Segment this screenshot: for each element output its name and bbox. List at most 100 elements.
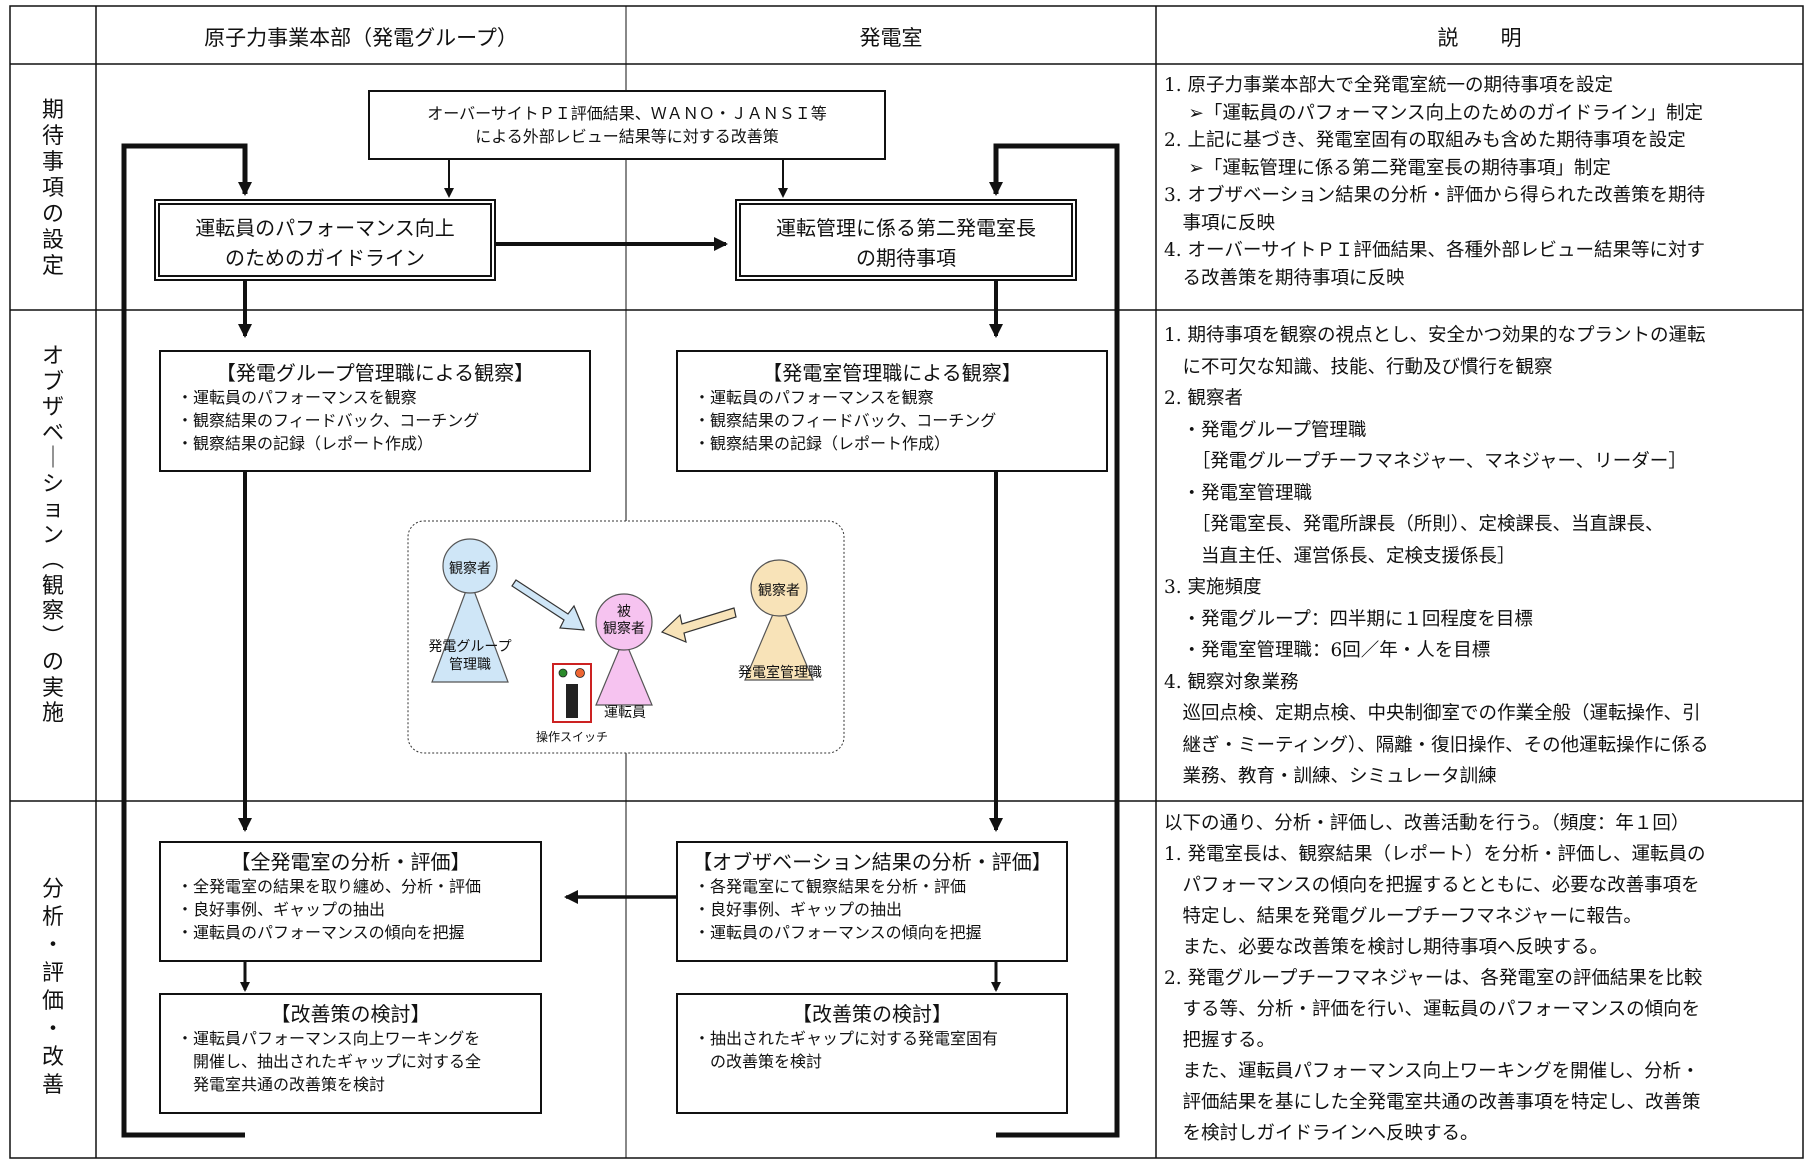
ph1-line: 事 [41,150,64,175]
ph2-line: ベ [41,420,64,446]
ph2-line: ョ [41,497,64,522]
expectation-box: 運転管理に係る第二発電室長 の期待事項 [735,199,1077,281]
d3-line: 評価結果を基にした全発電室共通の改善事項を特定し、改善策 [1164,1092,1701,1113]
observer-blue-head [442,538,498,594]
desc-observation: 1. 期待事項を観察の視点とし、安全かつ効果的なプラントの運転 に不可欠な知識、… [1164,320,1709,793]
ph2-line: ブ [41,369,64,395]
d3-line: また、運転員パフォーマンス向上ワーキングを開催し、分析・ [1164,1061,1700,1082]
ph1-line: 設 [41,228,64,253]
obs-group-box: 【発電グループ管理職による観察】 ・運転員のパフォーマンスを観察 ・観察結果のフ… [159,350,591,472]
ph3-line: 価 [41,989,64,1014]
operator-label: 運転員 [604,705,646,721]
d2-line: ・発電グループ管理職 [1164,419,1367,441]
d2-line: 1. 期待事項を観察の視点とし、安全かつ効果的なプラントの運転 [1164,325,1706,346]
d3-line: パフォーマンスの傾向を把握するとともに、必要な改善事項を [1164,875,1700,896]
ph2-line: 実 [41,675,64,701]
header-power-room: 発電室 [859,26,923,50]
ph1-line: 定 [41,254,64,279]
external-review-box: オーバーサイトＰＩ評価結果、ＷＡＮＯ・ＪＡＮＳＩ等 による外部レビュー結果等に対… [368,90,886,160]
ph2-line: ン [41,522,64,548]
header-generation-group: 原子力事業本部（発電グループ） [204,26,518,50]
observer-blue-body [431,578,509,683]
observed-head [595,593,653,651]
d2-line: 継ぎ・ミーティング）、隔離・復旧操作、その他運転操作に係る [1164,734,1709,756]
observed-label: 被 観察者 [603,604,645,637]
d3-line: 1. 発電室長は、観察結果（レポート）を分析・評価し、運転員の [1164,844,1706,865]
ph3-line: ・ [41,1017,64,1042]
ph2-line: ︵ [41,548,64,573]
d2-line: ・発電グループ：四半期に１回程度を目標 [1164,608,1533,630]
d2-line: 巡回点検、定期点検、中央制御室での作業全般（運転操作、引 [1164,703,1701,724]
d3-line: 以下の通り、分析・評価し、改善活動を行う。（頻度：年１回） [1164,813,1690,834]
d3-line: を検討しガイドラインへ反映する。 [1164,1123,1479,1144]
d3-line: する等、分析・評価を行い、運転員のパフォーマンスの傾向を [1164,999,1701,1020]
d3-line: 2. 発電グループチーフマネジャーは、各発電室の評価結果を比較 [1164,968,1703,989]
d2-line: ・発電室管理職 [1164,482,1313,504]
ph2-line: 施 [41,701,64,726]
observed-body [595,636,653,706]
observer-tan-label: 観察者 [758,583,800,599]
ph3-line: 評 [41,961,64,986]
ph2-line: ザ [41,395,64,420]
switch-handle [566,684,578,718]
d2-line: ・発電室管理職：6回／年・人を目標 [1164,640,1491,661]
arrow-tan-to-observed [660,607,737,643]
ph1-line: 待 [41,124,64,149]
ph3-line: 善 [41,1073,64,1098]
d3-line: 特定し、結果を発電グループチーフマネジャーに報告。 [1164,906,1642,927]
d1-line: 事項に反映 [1164,212,1276,234]
ph1-line: の [41,202,64,227]
ph1-line: 項 [41,176,64,201]
switch-lamp-red [575,668,585,678]
ph3-line: ・ [41,933,64,958]
d1-line: る改善策を期待事項に反映 [1164,267,1405,289]
desc-analysis: 以下の通り、分析・評価し、改善活動を行う。（頻度：年１回） 1. 発電室長は、観察… [1164,808,1706,1149]
improve-all-box: 【改善策の検討】 ・運転員パフォーマンス向上ワーキングを 開催し、抽出されたギャ… [159,993,542,1114]
d2-line: 業務、教育・訓練、シミュレータ訓練 [1164,766,1497,787]
observer-tan-body [744,598,814,681]
d2-line: ［発電グループチーフマネジャー、マネジャー、リーダー］ [1164,451,1687,472]
improve-room-box: 【改善策の検討】 ・抽出されたギャップに対する発電室固有 の改善策を検討 [676,993,1068,1114]
ph2-line: シ [41,471,64,497]
guideline-box: 運転員のパフォーマンス向上 のためのガイドライン [154,199,496,281]
ph3-line: 改 [41,1045,64,1070]
ph2-line: ︶ [41,624,64,650]
table-frame [9,5,1804,1159]
group-manager-label: 発電グループ 管理職 [428,639,512,673]
d2-line: 4. 観察対象業務 [1164,671,1299,693]
arrow-blue-to-observed [511,579,585,631]
desc-expectation: 1. 原子力事業本部大で全発電室統一の期待事項を設定 ➢「運転員のパフォーマンス… [1164,72,1705,292]
d2-line: に不可欠な知識、技能、行動及び慣行を観察 [1164,356,1553,378]
ph1-line: 期 [41,98,64,123]
d1-line: 4. オーバーサイトＰＩ評価結果、各種外部レビュー結果等に対す [1164,240,1705,261]
switch-label: 操作スイッチ [535,730,608,744]
eval-all-box: 【全発電室の分析・評価】 ・全発電室の結果を取り纏め、分析・評価 ・良好事例、ギ… [159,841,542,962]
ph3-line: 析 [41,905,64,930]
ph2-line: の [41,650,64,675]
d2-line: 2. 観察者 [1164,388,1244,409]
obs-room-box: 【発電室管理職による観察】 ・運転員のパフォーマンスを観察 ・観察結果のフィード… [676,350,1108,472]
ph2-line: オ [41,344,64,369]
phase-label-analysis: 分析・評価・改善 [33,876,73,1100]
d1-line: 3. オブザベーション結果の分析・評価から得られた改善策を期待 [1164,185,1706,206]
phase-label-observation: オブザベ｜ション︵観察︶の実施 [33,344,73,727]
ph2-line: 観 [41,573,64,599]
phase-label-expectation: 期待事項の設定 [33,98,73,280]
ph3-line: 分 [41,877,64,902]
eval-room-box: 【オブザベーション結果の分析・評価】 ・各発電室にて観察結果を分析・評価 ・良好… [676,841,1068,962]
room-manager-label: 発電室管理職 [738,665,822,681]
d1-line: ➢「運転管理に係る第二発電室長の期待事項」制定 [1164,157,1611,179]
d2-line: 当直主任、運営係長、定検支援係長］ [1164,545,1516,567]
observer-tan-head [750,559,808,617]
d1-line: 1. 原子力事業本部大で全発電室統一の期待事項を設定 [1164,75,1614,96]
d3-line: 把握する。 [1164,1030,1276,1051]
header-explanation: 説 明 [1437,26,1522,50]
d2-line: 3. 実施頻度 [1164,577,1262,598]
ph2-line: 察 [41,599,64,624]
ph2-line: ｜ [41,446,64,471]
switch-lamp-green [558,668,568,678]
observer-blue-label: 観察者 [449,561,491,577]
d1-line: ➢「運転員のパフォーマンス向上のためのガイドライン」制定 [1164,102,1704,124]
d3-line: また、必要な改善策を検討し期待事項へ反映する。 [1164,937,1609,958]
